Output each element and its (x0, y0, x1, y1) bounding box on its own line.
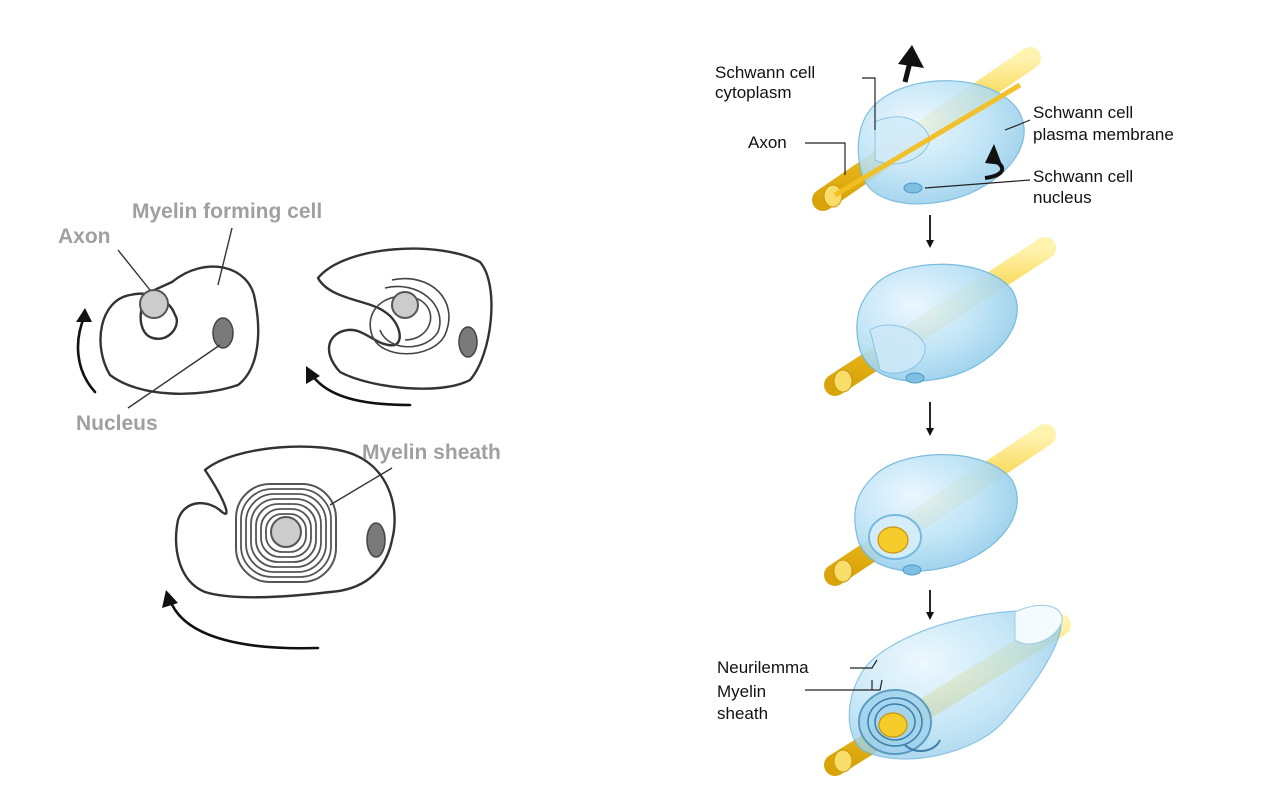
label-nucleus-right-1: Schwann cell (1033, 167, 1133, 186)
label-myelin-sheath: Myelin sheath (362, 441, 501, 464)
membrane-leader (1004, 119, 1031, 131)
myelin-cell-leader (217, 227, 233, 286)
wrap-arrow-up (898, 45, 924, 68)
arrowhead-3 (162, 590, 178, 608)
label-schwann-cytoplasm-1: Schwann cell (715, 63, 815, 82)
right-diagram: Schwann cell cytoplasm Axon Schwann cell… (715, 45, 1174, 776)
rotation-arrow-3 (168, 598, 320, 650)
schwann-stage-1 (812, 45, 1041, 211)
myelin-sheath-leader (329, 467, 393, 506)
cytoplasm-leader (862, 77, 876, 130)
label-neurilemma: Neurilemma (717, 658, 809, 677)
left-diagram: Axon Myelin forming cell Nucleus Myelin … (58, 200, 501, 650)
schwann-stage-2 (824, 237, 1056, 396)
label-nucleus: Nucleus (76, 412, 158, 435)
nucleus-leader (127, 344, 221, 409)
step-arrows (926, 215, 934, 620)
nucleus-leader-right (924, 179, 1031, 189)
label-myelin-2: sheath (717, 704, 768, 723)
arrowhead-2 (306, 366, 320, 384)
stage-2-cell (306, 247, 493, 407)
label-axon: Axon (58, 225, 111, 248)
rotation-arrow-1 (76, 313, 97, 394)
nucleus-1 (212, 317, 234, 349)
nucleus-2 (458, 326, 478, 358)
schwann-stage-4 (824, 604, 1071, 776)
arrowhead-1 (76, 308, 92, 322)
label-myelin-forming-cell: Myelin forming cell (132, 200, 322, 223)
axon-circle-3 (270, 516, 302, 548)
stage-3-cell (162, 445, 396, 650)
rotation-arrow-2 (310, 373, 412, 407)
label-schwann-cytoplasm-2: cytoplasm (715, 83, 792, 102)
myelin-leader (805, 679, 883, 691)
label-axon-right: Axon (748, 133, 787, 152)
schwann-cell-1 (857, 80, 1025, 205)
nucleus-3 (366, 522, 386, 558)
label-plasma-membrane-2: plasma membrane (1033, 125, 1174, 144)
schwann-stage-3 (824, 424, 1056, 586)
wrap-arrow-down (985, 144, 1002, 165)
axon-circle-2 (391, 291, 419, 319)
neurilemma-leader (850, 659, 878, 669)
label-nucleus-right-2: nucleus (1033, 188, 1092, 207)
stage-1-cell (76, 265, 260, 395)
myelin-sheath-rings (235, 483, 337, 583)
axon-leader-right (805, 142, 846, 175)
axon-leader (117, 249, 151, 291)
axon-circle-1 (139, 289, 169, 319)
label-plasma-membrane-1: Schwann cell (1033, 103, 1133, 122)
label-myelin-1: Myelin (717, 682, 766, 701)
